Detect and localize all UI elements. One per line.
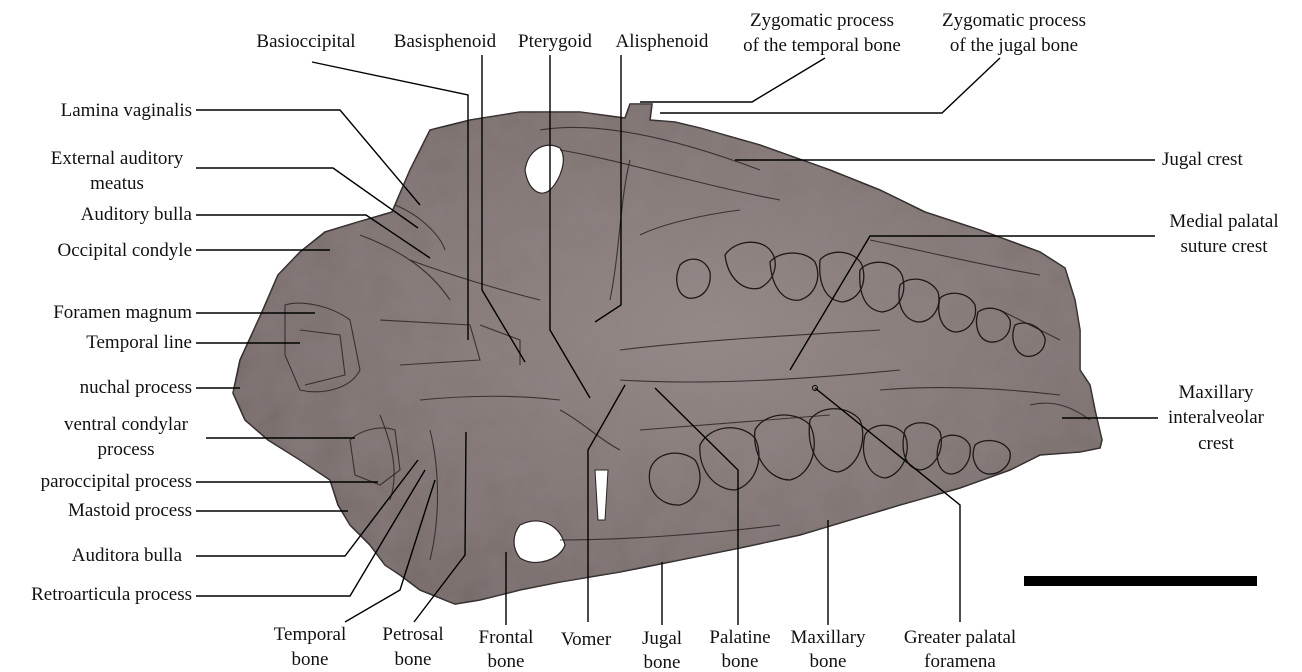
label-medial-palatal-suture-crest-2: suture crest xyxy=(1180,236,1268,257)
label-petrosal-bone-2: bone xyxy=(395,649,432,670)
label-maxillary-interalveolar-crest-2: interalveolar xyxy=(1168,407,1265,428)
leader-lamina-vaginalis xyxy=(196,110,420,205)
label-medial-palatal-suture-crest-1: Medial palatal xyxy=(1169,211,1278,232)
label-external-auditory-meatus-1: External auditory xyxy=(51,148,184,169)
label-maxillary-interalveolar-crest-3: crest xyxy=(1198,433,1235,454)
label-foramen-magnum: Foramen magnum xyxy=(53,302,192,323)
label-alisphenoid: Alisphenoid xyxy=(616,31,709,52)
label-paroccipital-process: paroccipital process xyxy=(41,471,192,492)
label-basisphenoid: Basisphenoid xyxy=(394,31,497,52)
label-greater-palatal-foramena-2: foramena xyxy=(924,651,996,672)
label-pterygoid: Pterygoid xyxy=(518,31,592,52)
skull-specimen xyxy=(233,104,1102,604)
label-retroarticula-process: Retroarticula process xyxy=(31,584,192,605)
label-occipital-condyle: Occipital condyle xyxy=(57,240,192,261)
label-external-auditory-meatus-2: meatus xyxy=(90,173,144,194)
label-nuchal-process: nuchal process xyxy=(80,377,192,398)
label-maxillary-bone-2: bone xyxy=(810,651,847,672)
label-frontal-bone-2: bone xyxy=(488,651,525,672)
label-auditory-bulla: Auditory bulla xyxy=(81,204,193,225)
label-vomer: Vomer xyxy=(561,629,612,650)
skull-texture xyxy=(233,104,1102,604)
label-petrosal-bone-1: Petrosal xyxy=(382,624,443,645)
label-frontal-bone-1: Frontal xyxy=(479,627,534,648)
label-basioccipital: Basioccipital xyxy=(256,31,355,52)
label-lamina-vaginalis: Lamina vaginalis xyxy=(61,100,192,121)
label-zyg-temporal-1: Zygomatic process xyxy=(750,10,894,31)
label-greater-palatal-foramena-1: Greater palatal xyxy=(904,627,1016,648)
label-temporal-bone-2: bone xyxy=(292,649,329,670)
label-temporal-bone-1: Temporal xyxy=(274,624,347,645)
label-zyg-jugal-2: of the jugal bone xyxy=(950,35,1078,56)
label-mastoid-process: Mastoid process xyxy=(68,500,192,521)
leader-zyg-temporal xyxy=(640,58,825,102)
label-jugal-bone-2: bone xyxy=(644,652,681,672)
label-ventral-condylar-process-2: process xyxy=(98,439,155,460)
label-ventral-condylar-process-1: ventral condylar xyxy=(64,414,189,435)
label-temporal-line: Temporal line xyxy=(86,332,192,353)
label-zyg-temporal-2: of the temporal bone xyxy=(743,35,901,56)
label-zyg-jugal-1: Zygomatic process xyxy=(942,10,1086,31)
label-jugal-bone-1: Jugal xyxy=(642,628,682,649)
label-maxillary-bone-1: Maxillary xyxy=(791,627,866,648)
label-palatine-bone-2: bone xyxy=(722,651,759,672)
scale-bar xyxy=(1024,576,1257,586)
label-maxillary-interalveolar-crest-1: Maxillary xyxy=(1179,382,1254,403)
label-palatine-bone-1: Palatine xyxy=(709,627,770,648)
label-auditora-bulla: Auditora bulla xyxy=(72,545,183,566)
label-jugal-crest: Jugal crest xyxy=(1162,149,1243,170)
leader-zyg-jugal xyxy=(660,58,1000,113)
